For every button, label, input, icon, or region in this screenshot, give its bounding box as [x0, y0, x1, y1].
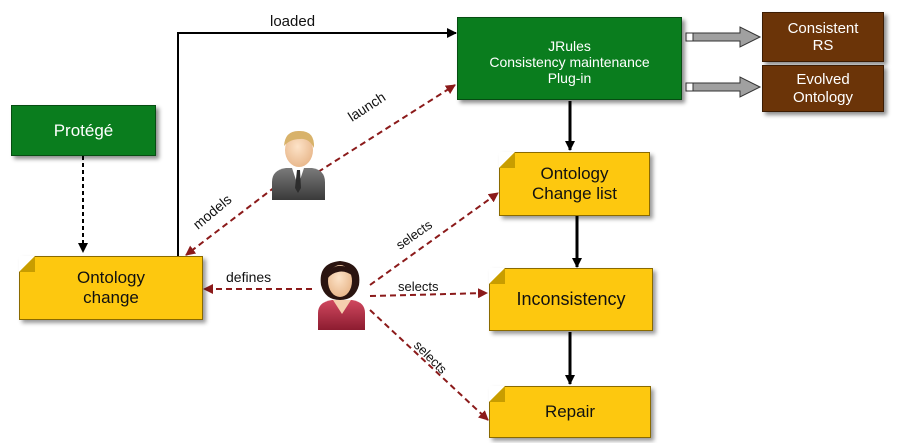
jrules-plugin-box: JRules Consistency maintenance Plug-in: [457, 17, 682, 100]
label-models: models: [190, 191, 235, 232]
arrow-to-consistent-rs: [685, 26, 762, 48]
ontology-change-line-1: Ontology: [76, 268, 146, 288]
label-selects-repair: selects: [411, 338, 451, 378]
protege-label: Protégé: [53, 120, 114, 140]
jrules-line-1: JRules: [548, 38, 591, 54]
change-list-line-1: Ontology: [540, 164, 609, 184]
arrow-loaded: [177, 28, 457, 256]
consistent-rs-box: Consistent RS: [762, 12, 884, 62]
ontology-change-box: Ontology change: [19, 256, 203, 320]
consistent-rs-line-1: Consistent: [787, 19, 859, 37]
arrow-selects-changelist: [369, 192, 499, 286]
repair-label: Repair: [544, 402, 596, 422]
protege-box: Protégé: [11, 105, 156, 156]
user-icon: [318, 261, 365, 330]
label-loaded: loaded: [270, 13, 315, 30]
change-list-line-2: Change list: [531, 184, 618, 203]
inconsistency-box: Inconsistency: [489, 268, 653, 331]
evolved-ontology-line-1: Evolved: [796, 71, 850, 89]
consistent-rs-line-2: RS: [812, 37, 834, 54]
arrow-selects-repair: [369, 309, 489, 421]
repair-box: Repair: [489, 386, 651, 438]
arrow-launch: [317, 84, 456, 173]
arrow-to-evolved-ontology: [685, 76, 762, 98]
evolved-ontology-line-2: Ontology: [792, 88, 854, 106]
ontology-change-list-box: Ontology Change list: [499, 152, 650, 216]
jrules-line-2: Consistency maintenance: [489, 54, 650, 71]
arrow-models: [185, 186, 276, 256]
label-launch: launch: [345, 89, 388, 125]
ontology-change-line-2: change: [83, 288, 139, 307]
developer-icon: [272, 130, 325, 200]
inconsistency-label: Inconsistency: [516, 289, 626, 310]
jrules-line-3: Plug-in: [547, 70, 592, 87]
label-defines: defines: [226, 269, 271, 285]
evolved-ontology-box: Evolved Ontology: [762, 65, 884, 112]
label-selects-changelist: selects: [393, 217, 435, 253]
label-selects-inconsistency: selects: [398, 279, 439, 294]
